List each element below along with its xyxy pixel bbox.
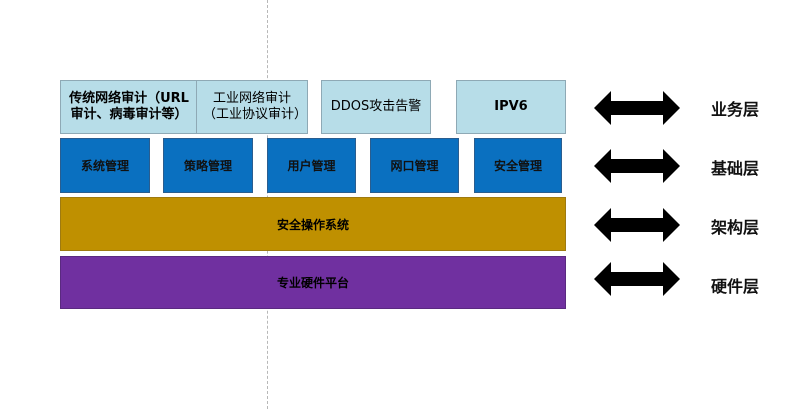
business-box-label: 传统网络审计（URL审计、病毒审计等） — [69, 91, 189, 122]
base-box-label: 安全管理 — [493, 159, 542, 173]
double-arrow-icon — [594, 91, 680, 125]
base-box-label: 用户管理 — [287, 159, 336, 173]
layer-label-architecture: 架构层 — [710, 218, 759, 237]
architecture-bar-secure-os: 安全操作系统 — [60, 197, 566, 251]
business-box-traditional-audit: 传统网络审计（URL审计、病毒审计等） — [60, 80, 198, 134]
layer-label-hardware: 硬件层 — [710, 277, 759, 296]
business-box-label: IPV6 — [494, 99, 528, 114]
base-box-label: 网口管理 — [390, 159, 439, 173]
hardware-bar-label: 专业硬件平台 — [276, 276, 349, 290]
double-arrow-icon — [594, 262, 680, 296]
hardware-bar-platform: 专业硬件平台 — [60, 256, 566, 309]
business-box-ipv6: IPV6 — [456, 80, 566, 134]
base-box-port-management: 网口管理 — [370, 138, 459, 193]
business-box-label: 工业网络审计（工业协议审计） — [203, 91, 308, 122]
base-box-label: 策略管理 — [183, 159, 232, 173]
base-box-user-management: 用户管理 — [267, 138, 356, 193]
layer-label-business: 业务层 — [710, 100, 759, 119]
double-arrow-icon — [594, 149, 680, 183]
business-box-industrial-audit: 工业网络审计（工业协议审计） — [196, 80, 308, 134]
base-box-system-management: 系统管理 — [60, 138, 150, 193]
architecture-bar-label: 安全操作系统 — [276, 217, 349, 232]
base-box-label: 系统管理 — [80, 159, 129, 173]
base-box-policy-management: 策略管理 — [163, 138, 253, 193]
business-box-label: DDOS攻击告警 — [330, 99, 422, 114]
base-box-security-management: 安全管理 — [474, 138, 562, 193]
business-box-ddos-alert: DDOS攻击告警 — [321, 80, 431, 134]
layer-label-base: 基础层 — [710, 159, 759, 178]
double-arrow-icon — [594, 208, 680, 242]
